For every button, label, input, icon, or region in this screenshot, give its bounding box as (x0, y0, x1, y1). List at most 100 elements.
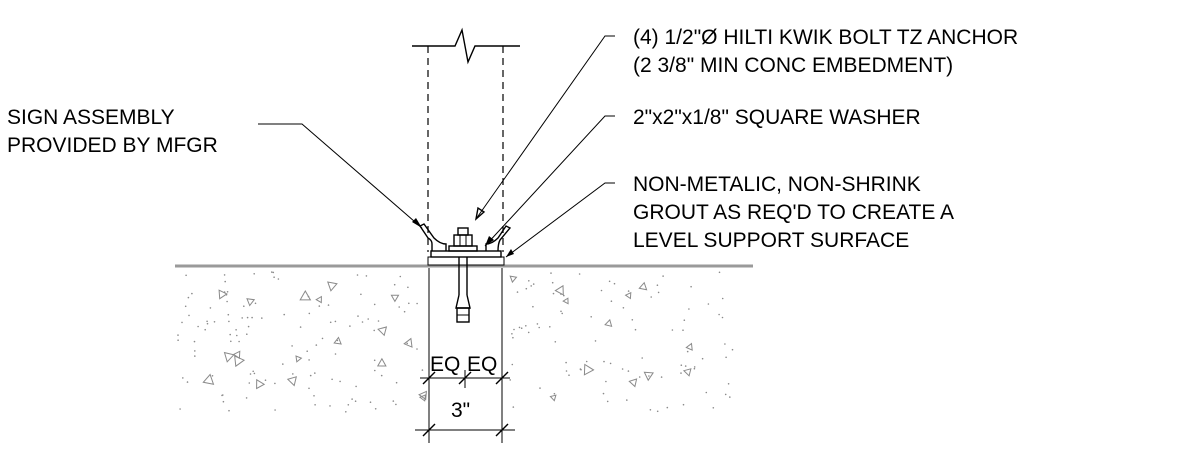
grout-callout-line2: GROUT AS REQ'D TO CREATE A (633, 201, 954, 224)
concrete-stipple (226, 291, 229, 293)
concrete-aggregate (643, 371, 654, 382)
concrete-stipple (334, 320, 337, 323)
concrete-aggregate (390, 294, 400, 303)
base-plate (430, 250, 502, 258)
concrete-stipple (560, 310, 562, 313)
concrete-stipple (314, 372, 316, 374)
sign-leader (258, 123, 423, 229)
concrete-stipple (606, 400, 609, 403)
concrete-stipple (193, 340, 196, 343)
concrete-aggregate (299, 289, 312, 301)
concrete-aggregate (327, 281, 338, 292)
grout-leader (505, 182, 615, 258)
concrete-stipple (594, 340, 597, 342)
concrete-stipple (416, 302, 418, 305)
concrete-stipple (626, 399, 628, 401)
concrete-stipple (360, 293, 362, 296)
concrete-stipple (236, 334, 238, 337)
concrete-stipple (550, 272, 552, 274)
dimension-eq-eq: EQ EQ (420, 353, 510, 388)
concrete-stipple (313, 395, 315, 397)
concrete-stipple (511, 333, 513, 335)
concrete-stipple (347, 404, 350, 406)
concrete-stipple (187, 296, 190, 299)
concrete-stipple (204, 328, 206, 331)
concrete-aggregate (333, 336, 342, 345)
concrete-stipple (182, 377, 184, 379)
concrete-stipple (318, 305, 321, 307)
concrete-aggregate (256, 378, 266, 390)
concrete-aggregate (624, 291, 632, 300)
grout-pad (427, 256, 505, 266)
concrete-stipple (274, 382, 276, 385)
concrete-stipple (684, 365, 687, 367)
concrete-stipple (274, 409, 276, 411)
concrete-stipple (309, 374, 312, 377)
concrete-stipple (230, 340, 232, 343)
concrete-stipple (226, 300, 228, 303)
concrete-stipple (299, 326, 302, 328)
grout-callout-line3: LEVEL SUPPORT SURFACE (633, 229, 909, 252)
concrete-stipple (600, 289, 603, 292)
concrete-stipple (273, 276, 275, 279)
dim-eq-right: EQ (467, 353, 497, 376)
concrete-stipple (271, 271, 273, 273)
concrete-stipple (416, 348, 418, 350)
concrete-stipple (308, 359, 310, 361)
concrete-stipple (349, 325, 351, 327)
concrete-stipple (631, 319, 634, 321)
concrete-stipple (520, 327, 523, 330)
concrete-stipple (718, 271, 721, 274)
concrete-stipple (513, 328, 515, 331)
concrete-aggregate (234, 355, 246, 368)
concrete-stipple (186, 381, 189, 383)
concrete-stipple (374, 408, 377, 410)
concrete-aggregate (682, 368, 692, 377)
concrete-stipple (393, 283, 396, 286)
concrete-stipple (334, 353, 337, 355)
concrete-stipple (686, 350, 689, 353)
dimension-overall: 3" (415, 380, 515, 443)
concrete-stipple (373, 303, 376, 306)
concrete-stipple (329, 405, 331, 407)
concrete-stipple (729, 396, 731, 398)
concrete-stipple (539, 387, 541, 389)
concrete-stipple (509, 379, 512, 381)
concrete-stipple (610, 300, 613, 303)
concrete-stipple (277, 278, 280, 280)
concrete-stipple (373, 329, 376, 332)
base-bracket (418, 223, 512, 266)
concrete-stipple (246, 316, 249, 319)
concrete-stipple (657, 291, 660, 294)
concrete-stipple (229, 333, 231, 336)
concrete-stipple (532, 305, 534, 308)
concrete-stipple (221, 394, 223, 397)
concrete-stipple (398, 306, 401, 308)
washer-callout: 2"x2"x1/8" SQUARE WASHER (633, 106, 921, 129)
concrete-aggregate (638, 281, 648, 291)
concrete-stipple (634, 328, 637, 331)
concrete-stipple (656, 410, 659, 413)
concrete-stipple (181, 321, 183, 324)
concrete-stipple (680, 372, 682, 374)
concrete-stipple (527, 331, 530, 334)
concrete-stipple (549, 326, 551, 328)
concrete-stipple (184, 305, 187, 308)
concrete-stipple (568, 374, 570, 377)
concrete-stipple (177, 339, 179, 342)
concrete-stipple (351, 398, 353, 400)
concrete-stipple (688, 308, 690, 310)
concrete-stipple (206, 320, 208, 323)
sign-post (427, 46, 504, 252)
concrete-stipple (511, 363, 514, 366)
concrete-aggregate (628, 378, 638, 388)
concrete-stipple (367, 318, 370, 320)
concrete-stipple (374, 369, 376, 372)
concrete-stipple (608, 280, 611, 283)
concrete-stipple (605, 380, 607, 383)
concrete-stipple (315, 344, 318, 346)
concrete-aggregate (295, 355, 303, 363)
concrete-stipple (565, 370, 568, 372)
concrete-stipple (585, 360, 588, 363)
anchor-callout-line1: (4) 1/2"Ø HILTI KWIK BOLT TZ ANCHOR (633, 26, 1018, 49)
